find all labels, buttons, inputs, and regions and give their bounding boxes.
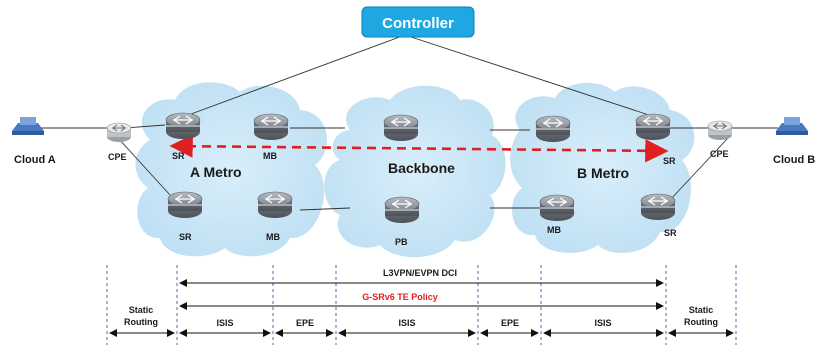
l3vpn-label: L3VPN/EVPN DCI [383, 268, 457, 278]
router-icon [383, 114, 419, 142]
static-routing-left-line1: Static [129, 305, 154, 315]
cloud-a-label: Cloud A [14, 154, 56, 166]
cloud-b-label: Cloud B [773, 154, 815, 166]
mb-a-bottom-label: MB [266, 232, 280, 242]
cloud-server-icon [776, 117, 808, 135]
router-icon [165, 112, 201, 140]
links [40, 34, 778, 211]
backbone-cloud [324, 85, 506, 258]
router-icon [640, 193, 676, 221]
cpe-right-label: CPE [710, 149, 729, 159]
controller-box[interactable]: Controller [361, 6, 475, 38]
cpe-router-icon [106, 122, 132, 143]
isis-label-3: ISIS [594, 318, 611, 328]
b-metro-label: B Metro [577, 165, 629, 181]
cpe-router-icon [707, 120, 733, 141]
sr-a-bottom-label: SR [179, 232, 192, 242]
cpe-left-label: CPE [108, 152, 127, 162]
isis-label-2: ISIS [398, 318, 415, 328]
static-routing-right-line2: Routing [684, 317, 718, 327]
a-metro-label: A Metro [190, 164, 242, 180]
controller-label: Controller [382, 15, 454, 32]
router-icon [257, 191, 293, 219]
span-separators [106, 265, 737, 345]
router-icon [253, 113, 289, 141]
router-icon [167, 191, 203, 219]
static-routing-right-line1: Static [689, 305, 714, 315]
static-routing-left-line2: Routing [124, 317, 158, 327]
router-icon [384, 196, 420, 224]
mb-b-bottom-label: MB [547, 225, 561, 235]
srv6-policy-path [169, 134, 669, 163]
sr-b-bottom-label: SR [664, 228, 677, 238]
cloud-server-icon [12, 117, 44, 135]
sr-b-top-label: SR [663, 156, 676, 166]
router-icon [539, 194, 575, 222]
router-icon [635, 113, 671, 141]
isis-label-1: ISIS [216, 318, 233, 328]
span-arrows [109, 279, 734, 337]
router-icon [535, 115, 571, 143]
pb-label: PB [395, 237, 408, 247]
epe-label-2: EPE [501, 318, 519, 328]
mb-a-top-label: MB [263, 151, 277, 161]
backbone-label: Backbone [388, 160, 455, 176]
epe-label-1: EPE [296, 318, 314, 328]
srv6-policy-label: G-SRv6 TE Policy [362, 292, 438, 302]
sr-a-top-label: SR [172, 151, 185, 161]
